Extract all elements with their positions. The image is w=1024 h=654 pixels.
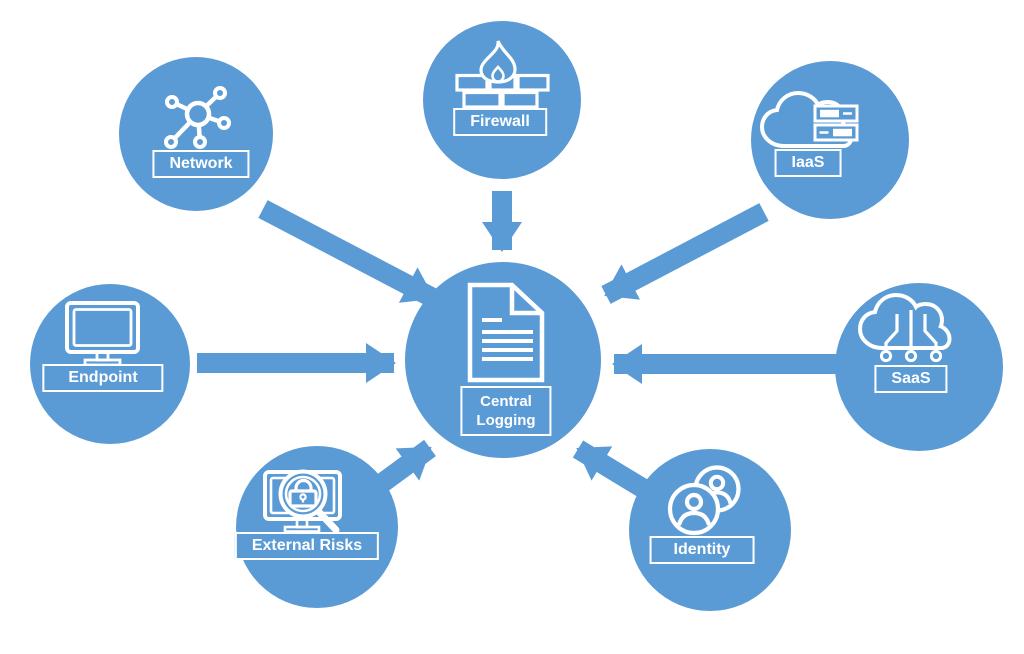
network-circle [119,57,273,211]
label-iaas: IaaS [774,149,842,177]
monitor-lock-search-icon [263,469,342,534]
firewall-icon [455,40,550,109]
label-endpoint: Endpoint [42,364,164,392]
network-icon [164,86,231,149]
magnifier-handle [315,508,340,534]
label-central-logging: Central Logging [460,386,552,436]
arrow-identity-to-central [572,440,650,498]
monitor-icon [65,301,140,367]
central-label-line1: Central [480,393,532,410]
arrow-network-to-central [258,200,438,307]
label-firewall: Firewall [453,108,547,136]
label-external-risks: External Risks [234,532,380,560]
cloud-servers-icon [759,90,859,148]
document-icon [467,282,545,383]
cloud-circuit-icon [857,292,952,363]
identity-circle [629,449,791,611]
central-label-line2: Logging [476,412,536,429]
arrow-iaas-to-central [601,203,769,304]
label-identity: Identity [649,536,755,564]
users-icon [667,465,741,536]
label-saas: SaaS [874,365,948,393]
cloud-outline [857,292,952,350]
lock-shackle [294,478,313,492]
label-network: Network [152,150,250,178]
user-badge-front [667,482,721,536]
